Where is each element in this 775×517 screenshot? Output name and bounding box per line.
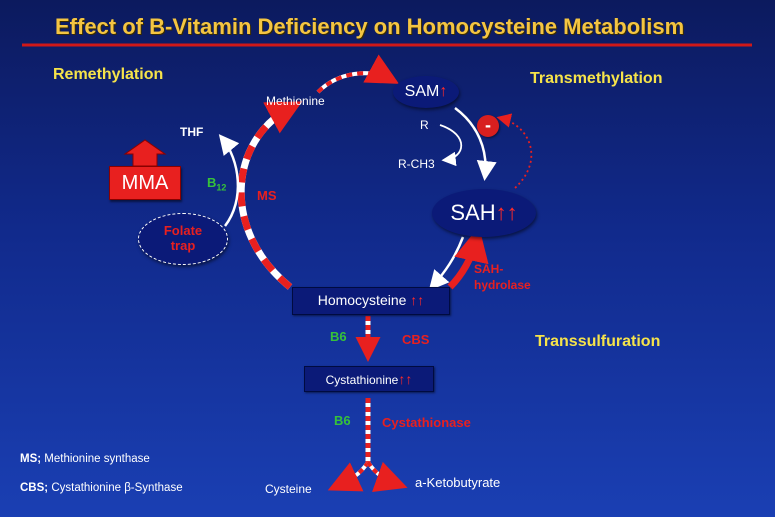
inhibition-dotted-arrow — [496, 113, 533, 189]
sah-hydrolase-arrow — [447, 226, 489, 290]
transsulfuration-heading: Transsulfuration — [535, 333, 661, 350]
transmethylation-heading: Transmethylation — [530, 70, 663, 87]
sah-node: SAH↑↑ — [432, 189, 536, 237]
legend-ms-abbr: MS; — [20, 453, 42, 465]
remethylation-heading: Remethylation — [53, 66, 164, 83]
folate-trap-node: Folate trap — [138, 213, 228, 265]
legend-cbs-abbr: CBS; — [20, 482, 49, 494]
cysteine-label: Cysteine — [265, 482, 312, 496]
to-ketobutyrate-dash — [366, 460, 408, 492]
methionine-to-sam-dash — [316, 54, 400, 94]
b12-letter: B — [207, 175, 217, 190]
ketobutyrate-label: a-Ketobutyrate — [415, 475, 501, 490]
inhibition-icon: - — [477, 115, 499, 137]
methionine-label: Methionine — [266, 94, 325, 108]
homocysteine-increase-arrows: ↑↑ — [410, 292, 425, 308]
cystathionine-node: Cystathionine↑↑ — [304, 366, 434, 392]
ms-arc-dash — [237, 101, 303, 290]
inhibition-sign: - — [485, 115, 491, 135]
b6-cystathionase-label: B6 — [334, 413, 351, 428]
sam-label: SAM — [404, 83, 440, 100]
homocysteine-label: Homocysteine — [317, 292, 407, 308]
legend-cbs-full: Cystathionine β-Synthase — [48, 482, 183, 494]
mma-label: MMA — [121, 172, 169, 194]
sam-to-sah-arrow — [454, 106, 497, 181]
homocysteine-node: Homocysteine ↑↑ — [292, 287, 450, 315]
thf-label: THF — [180, 125, 204, 139]
cystathionase-enzyme-label: Cystathionase — [382, 415, 471, 430]
cystathionine-label: Cystathionine — [325, 373, 399, 387]
b12-subscript: 12 — [216, 182, 227, 193]
ms-enzyme-label: MS — [257, 188, 277, 203]
folate-to-thf-arrow — [218, 134, 240, 227]
legend-ms: MS; Methionine synthase — [20, 453, 150, 465]
mma-box: MMA — [109, 166, 181, 200]
r-to-rch3-arrow — [439, 124, 462, 167]
mma-up-arrow — [123, 139, 167, 167]
b12-label: B12 — [207, 175, 226, 193]
legend-ms-full: Methionine synthase — [41, 453, 150, 465]
r-ch3-label: R-CH3 — [398, 157, 435, 171]
to-ketobutyrate-arrow — [366, 460, 401, 487]
folate-trap-label: Folate trap — [163, 223, 203, 253]
sah-label: SAH — [450, 200, 496, 225]
cbs-enzyme-label: CBS — [402, 332, 430, 347]
sah-increase-arrows: ↑↑ — [495, 200, 518, 225]
r-label: R — [420, 118, 429, 132]
sam-increase-arrow: ↑ — [439, 83, 448, 100]
page-title: Effect of B-Vitamin Deficiency on Homocy… — [55, 14, 685, 39]
sah-hydrolase-label: SAH-hydrolase — [474, 262, 531, 292]
b6-cbs-label: B6 — [330, 329, 347, 344]
legend-cbs: CBS; Cystathionine β-Synthase — [20, 482, 183, 494]
cystathionine-increase-arrows: ↑↑ — [398, 371, 413, 387]
to-cysteine-dash — [327, 460, 370, 492]
sam-node: SAM↑ — [393, 76, 459, 108]
